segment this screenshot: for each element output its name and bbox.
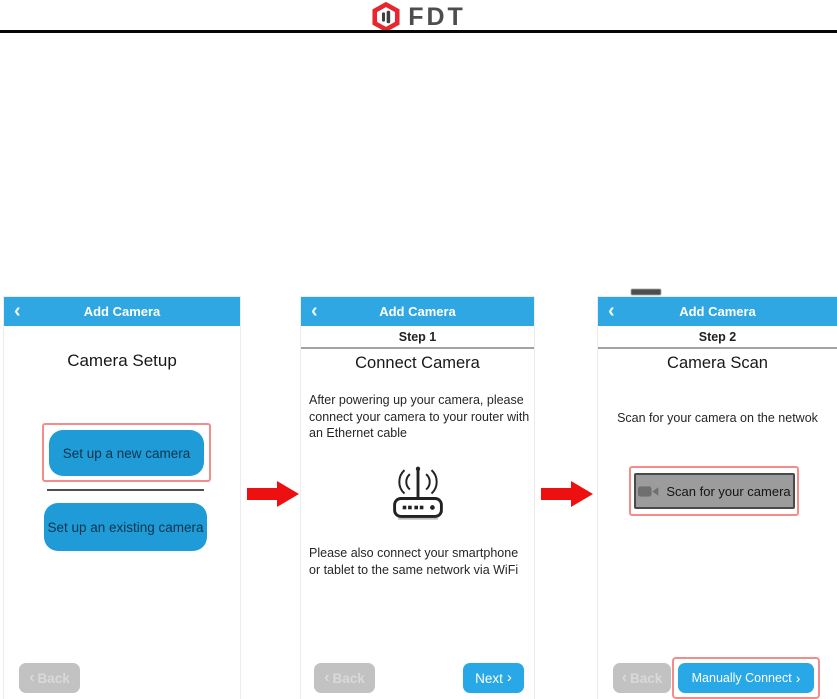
brand-name: FDT [408, 2, 466, 31]
step-divider [598, 347, 837, 349]
manually-connect-label: Manually Connect [691, 671, 792, 685]
flow-arrow-icon [541, 481, 593, 507]
next-button[interactable]: Next › [463, 663, 524, 693]
step-label: Step 1 [398, 330, 437, 344]
step-divider [301, 347, 534, 349]
back-button[interactable]: ‹ Back [314, 663, 375, 693]
back-button-label: Back [37, 670, 70, 686]
next-button-label: Next [475, 670, 503, 686]
chevron-left-icon: ‹ [621, 668, 628, 686]
chevron-right-icon: › [506, 669, 512, 686]
scan-camera-button[interactable]: Scan for your camera [634, 473, 795, 509]
cropped-text-artifact [631, 289, 661, 295]
setup-existing-camera-button[interactable]: Set up an existing camera [44, 503, 207, 551]
nav-title: Add Camera [379, 304, 456, 319]
back-button[interactable]: ‹ Back [19, 663, 80, 693]
router-icon [392, 466, 443, 520]
back-button-label: Back [630, 670, 663, 686]
page-title: Connect Camera [355, 354, 480, 372]
highlight-box [629, 466, 799, 516]
phone-screen-camera-scan: ‹ Add Camera Step 2 Camera Scan Scan for… [597, 289, 837, 699]
highlight-box [42, 423, 211, 482]
brand-header: FDT [0, 2, 837, 32]
nav-bar: ‹ Add Camera [4, 297, 240, 326]
options-divider [47, 489, 204, 491]
back-button-label: Back [332, 670, 365, 686]
nav-title: Add Camera [679, 304, 756, 319]
chevron-left-icon: ‹ [324, 668, 330, 686]
setup-new-camera-button[interactable]: Set up a new camera [49, 430, 204, 476]
scan-button-label: Scan for your camera [666, 483, 791, 499]
nav-back-icon[interactable]: ‹ [608, 300, 615, 322]
nav-title: Add Camera [83, 304, 161, 319]
chevron-right-icon: › [795, 669, 801, 686]
instruction-text: After powering up your camera, please co… [309, 393, 530, 440]
fdt-logo-icon [372, 2, 400, 32]
chevron-left-icon: ‹ [29, 668, 35, 686]
page-title: Camera Scan [667, 354, 768, 372]
nav-bar: ‹ Add Camera [598, 297, 837, 326]
nav-bar: ‹ Add Camera [301, 297, 534, 326]
phone-screen-connect-camera: ‹ Add Camera Step 1 Connect Camera After… [300, 296, 535, 699]
instruction-text: Scan for your camera on the netwok [617, 411, 818, 425]
back-button[interactable]: ‹ Back [613, 663, 671, 693]
phone-screen-camera-setup: ‹ Add Camera Camera Setup Set up a new c… [3, 296, 241, 699]
nav-back-icon[interactable]: ‹ [14, 300, 21, 322]
step-label: Step 2 [698, 330, 737, 344]
flow-arrow-icon [247, 481, 299, 507]
manually-connect-button[interactable]: Manually Connect › [678, 663, 814, 693]
video-camera-icon [638, 485, 659, 497]
page-title: Camera Setup [67, 351, 177, 370]
instruction-text: Please also connect your smartphone or t… [309, 546, 519, 577]
header-divider [0, 30, 837, 33]
nav-back-icon[interactable]: ‹ [311, 300, 318, 322]
highlight-box: Manually Connect › [672, 657, 820, 699]
